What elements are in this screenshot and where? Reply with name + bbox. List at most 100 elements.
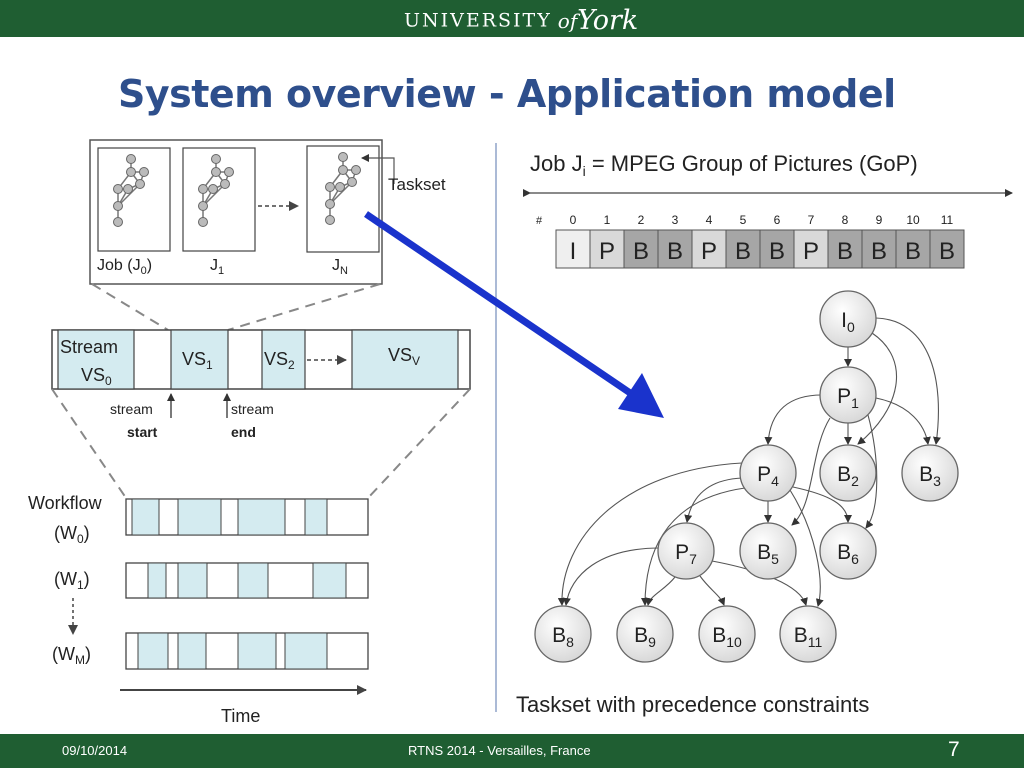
frame-type-label: B bbox=[871, 238, 887, 265]
edge-P7-B11 bbox=[711, 560, 808, 606]
node-B11: B11 bbox=[779, 605, 837, 663]
edge-I0-B2 bbox=[857, 332, 897, 445]
vsv-segment bbox=[351, 329, 459, 390]
node-B3: B3 bbox=[901, 444, 959, 502]
dag-edges bbox=[557, 317, 941, 607]
frame-type-label: B bbox=[633, 238, 649, 265]
zoom-pointer-arrowhead bbox=[618, 373, 664, 418]
workflow-1-bar bbox=[125, 562, 369, 599]
vs0-label: VS0 bbox=[81, 365, 112, 388]
mini-graph-1 bbox=[198, 154, 234, 227]
frame-index-label: 10 bbox=[906, 213, 920, 227]
frame-cell-3: B bbox=[657, 229, 693, 269]
frame-index-label: 7 bbox=[808, 213, 815, 227]
zoom-line-right-1 bbox=[227, 283, 381, 331]
frame-cell-5: B bbox=[725, 229, 761, 269]
frame-cell-2: B bbox=[623, 229, 659, 269]
frame-cell-4: P bbox=[691, 229, 727, 269]
stream-end-top: stream bbox=[231, 401, 274, 417]
frame-type-label: P bbox=[803, 238, 819, 265]
edge-P1-B6 bbox=[865, 414, 878, 529]
node-label: P4 bbox=[757, 463, 779, 489]
frame-type-label: B bbox=[905, 238, 921, 265]
frame-index-label: 6 bbox=[774, 213, 781, 227]
node-label: P1 bbox=[837, 385, 859, 411]
frame-cell-7: P bbox=[793, 229, 829, 269]
vs0-segment bbox=[57, 329, 135, 390]
job-box-0 bbox=[97, 147, 171, 252]
stream-bar: Stream VS0 VS1 VS2 VSV stream start stre… bbox=[51, 329, 471, 440]
frame-index-label: 5 bbox=[740, 213, 747, 227]
node-label: I0 bbox=[841, 309, 855, 335]
taskset-pointer bbox=[361, 154, 395, 184]
stream-end-bottom: end bbox=[231, 424, 256, 440]
frame-index-label: 1 bbox=[604, 213, 611, 227]
footer-page-number: 7 bbox=[948, 738, 960, 761]
vs1-label: VS1 bbox=[182, 349, 213, 372]
node-B8: B8 bbox=[534, 605, 592, 663]
vs2-segment bbox=[261, 329, 306, 390]
edge-P1-P4 bbox=[764, 394, 823, 445]
workflow-m-label: (WM) bbox=[52, 644, 91, 667]
frame-cell-10: B bbox=[895, 229, 931, 269]
frame-type-label: P bbox=[701, 238, 717, 265]
node-label: B5 bbox=[757, 541, 779, 567]
frame-cell-0: I bbox=[555, 229, 591, 269]
node-B2: B2 bbox=[819, 444, 877, 502]
edge-P1-B3 bbox=[875, 397, 931, 445]
zoom-line-left-1 bbox=[91, 283, 169, 331]
job-label-n: JN bbox=[332, 257, 348, 277]
frame-index-label: 11 bbox=[941, 213, 954, 227]
frame-cell-1: P bbox=[589, 229, 625, 269]
frame-cell-9: B bbox=[861, 229, 897, 269]
edge-P4-P7 bbox=[684, 477, 743, 523]
node-P7: P7 bbox=[657, 522, 715, 580]
frame-index-label: 8 bbox=[842, 213, 849, 227]
frame-type-label: P bbox=[599, 238, 615, 265]
logo-university-text: UNIVERSITY bbox=[404, 9, 552, 32]
node-B5: B5 bbox=[739, 522, 797, 580]
node-label: B6 bbox=[837, 541, 859, 567]
edge-P4-B8 bbox=[557, 462, 743, 606]
node-label: B10 bbox=[712, 624, 742, 650]
edge-P7-B9 bbox=[645, 576, 676, 606]
workflow-m-bar bbox=[125, 632, 369, 670]
node-P1: P1 bbox=[819, 366, 877, 424]
job-label-0: Job (J0) bbox=[97, 257, 152, 277]
mini-graph-0 bbox=[113, 154, 149, 227]
mini-graph-n bbox=[325, 152, 361, 225]
workflow-label: Workflow bbox=[28, 493, 103, 513]
job-title: Job Ji = MPEG Group of Pictures (GoP) bbox=[530, 151, 918, 179]
node-label: P7 bbox=[675, 541, 697, 567]
frame-hash: # bbox=[536, 215, 543, 227]
vs2-label: VS2 bbox=[264, 349, 295, 372]
node-label: B3 bbox=[919, 463, 941, 489]
node-label: B2 bbox=[837, 463, 859, 489]
edge-P4-B11 bbox=[789, 489, 824, 607]
frame-index-label: 3 bbox=[672, 213, 679, 227]
frame-type-label: B bbox=[667, 238, 683, 265]
frame-index-label: 4 bbox=[706, 213, 713, 227]
vsv-label: VSV bbox=[388, 345, 420, 368]
logo-york-text: York bbox=[577, 5, 639, 36]
taskset-label: Taskset bbox=[388, 175, 446, 194]
zoom-line-right-2 bbox=[367, 388, 471, 499]
node-B9: B9 bbox=[616, 605, 674, 663]
node-I0: I0 bbox=[819, 290, 877, 348]
frame-type-label: I bbox=[570, 238, 577, 265]
frame-index-label: 2 bbox=[638, 213, 645, 227]
job-box-1 bbox=[182, 147, 256, 252]
node-label: B9 bbox=[634, 624, 656, 650]
frame-type-label: B bbox=[735, 238, 751, 265]
frame-type-label: B bbox=[837, 238, 853, 265]
frame-cell-11: B bbox=[929, 229, 965, 269]
time-label: Time bbox=[221, 706, 260, 726]
edge-I0-B3 bbox=[875, 317, 941, 445]
edge-P4-B6 bbox=[792, 486, 852, 523]
zoom-pointer-arrow bbox=[364, 211, 644, 404]
